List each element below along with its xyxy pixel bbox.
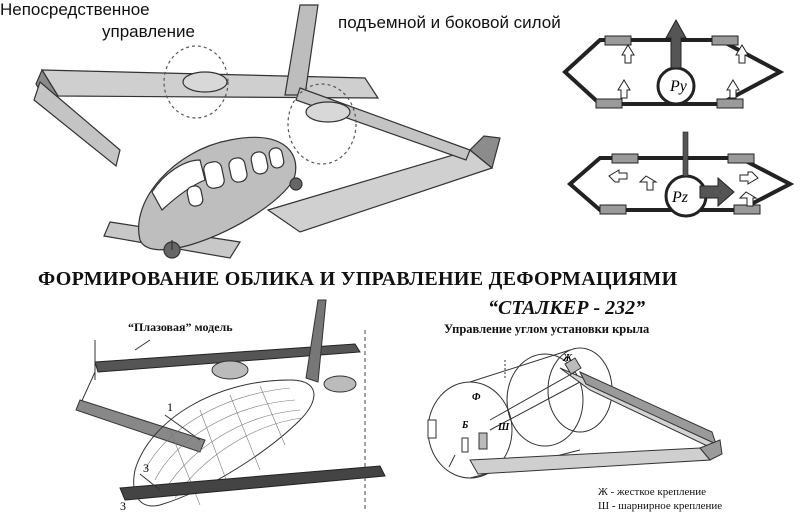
lift-force-label: Py (669, 78, 688, 95)
lift-small-arrows (617, 44, 749, 99)
side-small-arrows (608, 169, 759, 207)
lift-circle (656, 18, 696, 106)
wireframe-model (75, 299, 386, 512)
side-mast (682, 131, 689, 177)
callout-1: 1 (167, 400, 173, 414)
caption-lift-side-force: подъемной и боковой силой (338, 13, 561, 32)
lift-arrow (665, 18, 687, 69)
lift-actuators (595, 35, 744, 109)
callout-3b: 3 (120, 499, 126, 512)
aircraft-render (33, 4, 501, 259)
wing-angle-fuselage (427, 347, 723, 479)
callout-3a: 3 (143, 461, 149, 475)
wing-angle-caption: Управление углом установки крыла (444, 322, 650, 336)
label-f: Ф (472, 392, 481, 403)
side-circle (664, 131, 735, 218)
label-zh: Ж (562, 353, 573, 364)
legend-rigid: Ж - жесткое крепление (598, 486, 707, 498)
side-arrow (699, 176, 735, 208)
subtitle: “СТАЛКЕР - 232” (488, 297, 646, 319)
main-title: ФОРМИРОВАНИЕ ОБЛИКА И УПРАВЛЕНИЕ ДЕФОРМА… (38, 268, 678, 290)
label-sh: Ш (497, 422, 510, 433)
caption-direct-line1: Непосредственное (0, 0, 150, 19)
plaz-model-caption: “Плазовая” модель (128, 320, 233, 334)
side-force-label: Pz (671, 189, 689, 206)
caption-direct-line2: управление (102, 22, 195, 41)
side-actuators (599, 153, 761, 215)
legend-hinged: Ш - шарнирное крепление (598, 500, 723, 512)
label-b: Б (461, 420, 469, 431)
